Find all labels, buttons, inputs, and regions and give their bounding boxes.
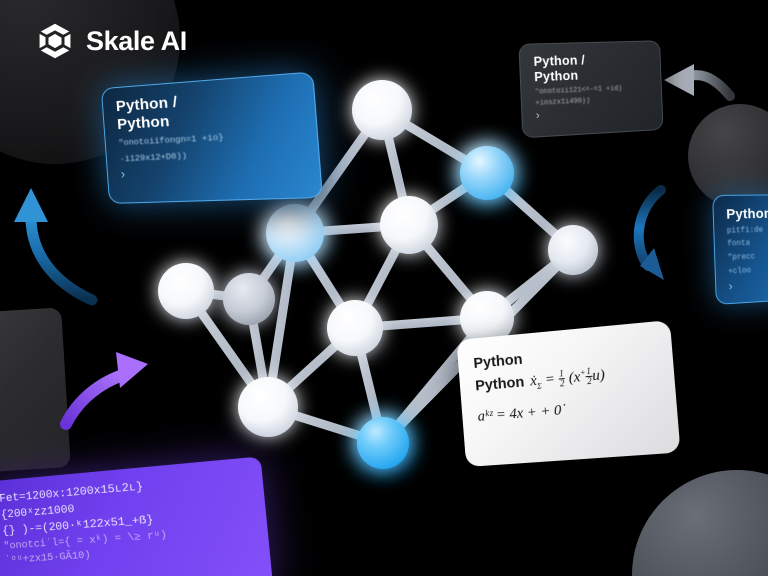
brand-logo[interactable]: Skale AI <box>36 22 187 60</box>
graph-node-n11[interactable] <box>357 417 409 469</box>
formula-line2: aᵏᶻ = 4x + + 0˙ <box>477 402 567 425</box>
hexagon-cube-icon <box>39 23 71 59</box>
sphere-right <box>688 104 768 208</box>
panel-code-line2: fonta <box>727 239 751 249</box>
graph-node-n10[interactable] <box>238 377 298 437</box>
formula-sub: Σ <box>536 381 543 391</box>
formula-fraction: 1 2 <box>557 368 566 389</box>
graph-node-n8[interactable] <box>327 300 383 356</box>
code-panel-right-blue[interactable]: Python pitfi:de fonta "precc +cloo › <box>712 193 768 305</box>
chevron-right-icon: › <box>728 278 733 293</box>
formula-eq: = <box>544 371 556 388</box>
graph-node-n3[interactable] <box>266 204 324 262</box>
graph-node-n5[interactable] <box>548 225 598 275</box>
graph-node-n4[interactable] <box>380 196 438 254</box>
brand-name: Skale AI <box>86 25 187 56</box>
panel-code-line1: pitfi:de <box>726 225 764 236</box>
graph-node-n9[interactable] <box>460 291 514 345</box>
formula-paren-close: ) <box>599 366 606 384</box>
panel-code-line3: "precc <box>727 252 756 263</box>
panel-title-line1: Python <box>726 205 768 222</box>
panel-title-line2: Python <box>474 373 525 394</box>
code-panel-left-blue[interactable]: Python / Python "onotoiifongn=1 +io} ·i1… <box>100 71 324 204</box>
panel-code-line4: +cloo <box>728 266 752 277</box>
graph-node-n1[interactable] <box>352 80 412 140</box>
formula-frac-denominator: 2 <box>559 378 565 389</box>
code-panel-top-right-dark[interactable]: Python / Python "onotoii121<˄-=1 +id} +i… <box>518 40 664 139</box>
graph-node-n7[interactable] <box>223 273 275 325</box>
graph-node-n2[interactable] <box>460 146 514 200</box>
graph-node-n6[interactable] <box>158 263 214 319</box>
panel-title-line2: Python <box>533 68 579 85</box>
graph-nodes <box>158 80 598 469</box>
